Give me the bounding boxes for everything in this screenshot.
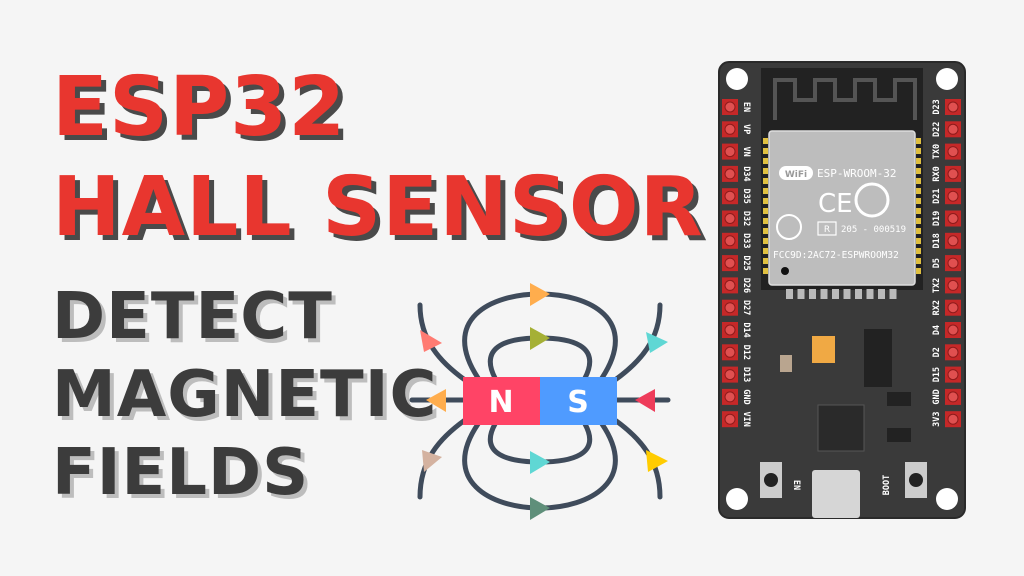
boot-button-label: BOOT	[882, 475, 892, 495]
pin-label: D21	[932, 189, 942, 204]
en-button-label: EN	[791, 480, 801, 490]
pin-label: D22	[932, 122, 942, 137]
pin-label: D34	[741, 166, 751, 181]
pin-label: D12	[741, 345, 751, 360]
pin-label: D2	[932, 347, 942, 357]
pin-label: TX2	[932, 278, 942, 293]
subtitle-line-3: FIELDS	[52, 436, 310, 510]
magnet-south-pole	[540, 377, 617, 425]
module-name: ESP-WROOM-32	[817, 167, 896, 180]
pin-label: 3V3	[932, 412, 942, 427]
pin-label: GND	[741, 389, 751, 404]
pin-label: TX0	[932, 144, 942, 159]
pin-label: D23	[932, 99, 942, 114]
pin-label: D4	[932, 325, 942, 335]
esp32-board: WiFi ESP-WROOM-32 CE R 205 - 000519 FCC9…	[718, 61, 966, 519]
pin-label: D33	[741, 233, 751, 248]
pin-label: D18	[932, 233, 942, 248]
pin-label: RX0	[932, 166, 942, 181]
north-label: N	[488, 385, 513, 420]
r-mark: R	[824, 225, 830, 235]
south-label: S	[567, 385, 589, 420]
pin-label: D15	[932, 367, 942, 382]
pin-label: D5	[932, 258, 942, 268]
pin-label: EN	[741, 102, 751, 112]
pin-label: D14	[741, 322, 751, 337]
pin-label: VIN	[741, 412, 751, 427]
pin-label: D27	[741, 300, 751, 315]
pin-label: D26	[741, 278, 751, 293]
pin-label: VP	[741, 124, 751, 134]
title-line-1: ESP32	[52, 60, 347, 155]
usb-port	[812, 470, 860, 518]
pin-label: D13	[741, 367, 751, 382]
subtitle-line-2: MAGNETIC	[52, 358, 438, 432]
pin-label: D19	[932, 211, 942, 226]
subtitle-line-1: DETECT	[52, 280, 333, 354]
pin-label: D25	[741, 255, 751, 270]
pin-label: VN	[741, 146, 751, 156]
wifi-logo: WiFi	[785, 170, 807, 180]
fcc-id: FCC9D:2AC72-ESPWROOM32	[773, 250, 899, 261]
pin-label: D32	[741, 211, 751, 226]
magnet-north-pole	[463, 377, 541, 425]
pin-label: D35	[741, 189, 751, 204]
ce-mark: CE	[818, 189, 853, 219]
field-arrows	[420, 283, 668, 520]
espressif-logo	[854, 182, 890, 218]
cert-id: 205 - 000519	[841, 225, 906, 235]
pin-label: GND	[932, 389, 942, 404]
pin-label: RX2	[932, 300, 942, 315]
title-line-2: HALL SENSOR	[52, 160, 704, 255]
